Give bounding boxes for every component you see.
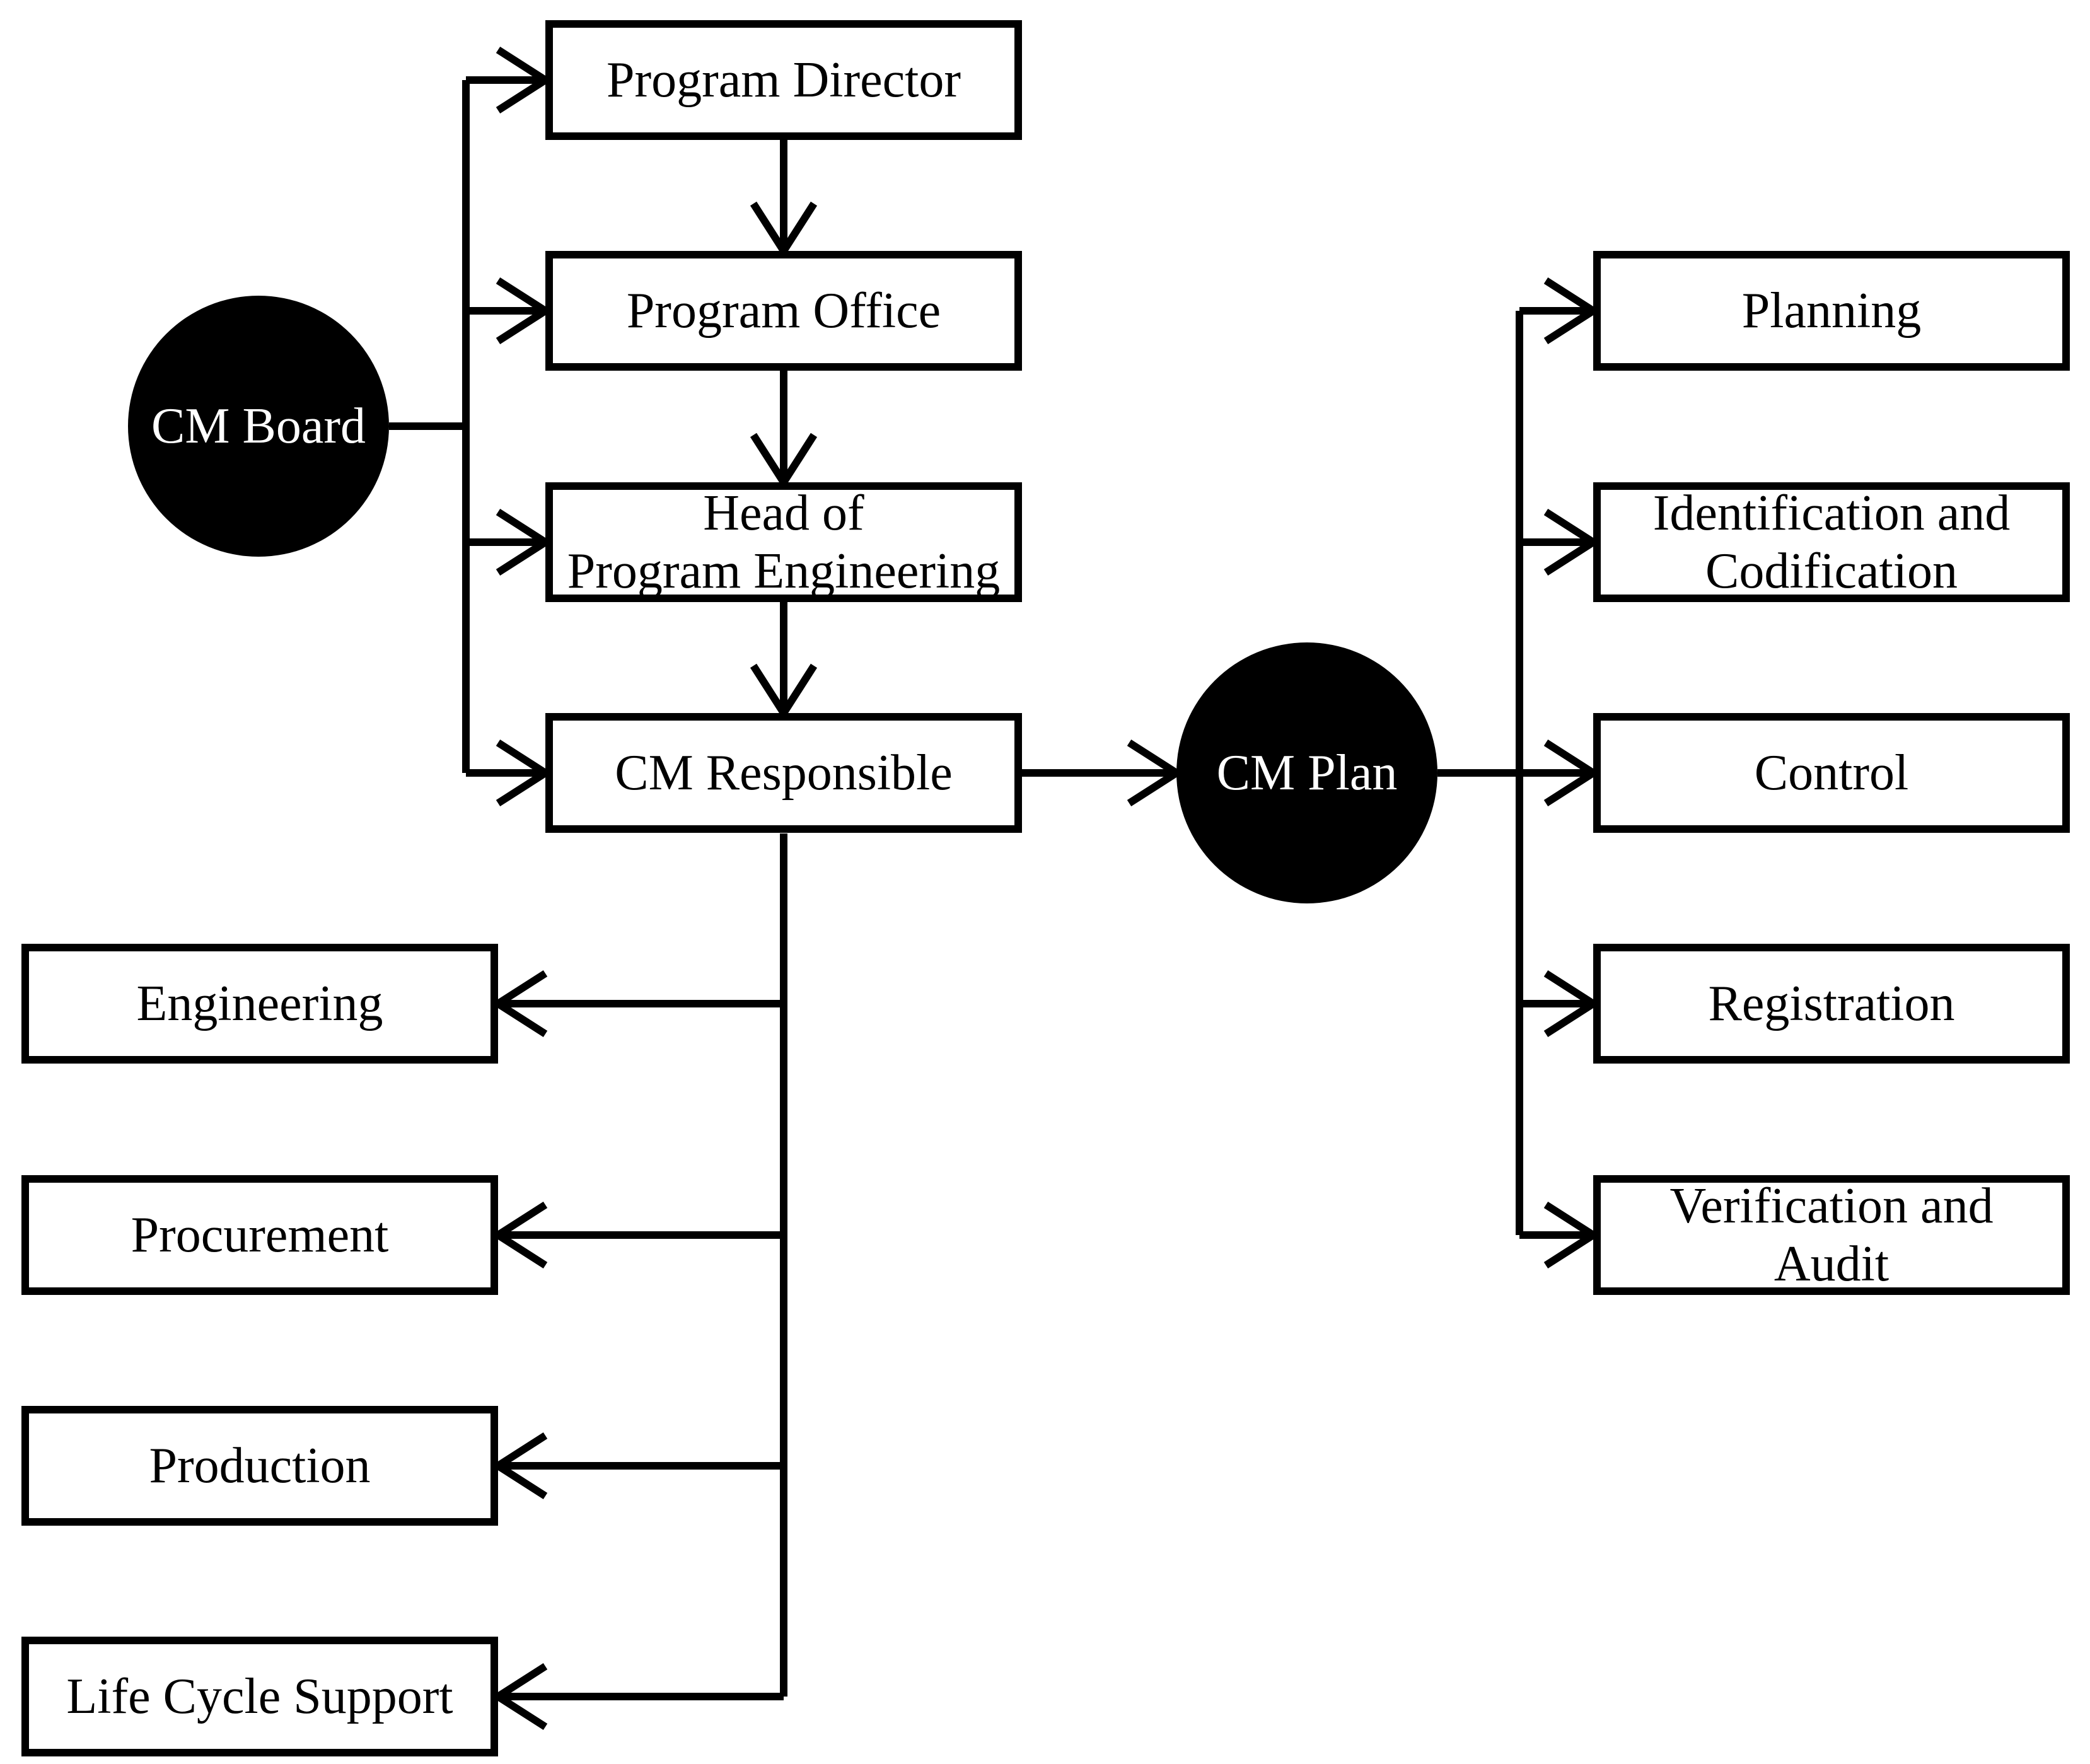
edge-spine-program-office bbox=[466, 277, 553, 345]
edge-spine-registration bbox=[1519, 970, 1601, 1038]
node-program-office: Program Office bbox=[545, 251, 1022, 371]
node-planning: Planning bbox=[1593, 251, 2070, 371]
node-head-of-program-engineering: Head of Program Engineering bbox=[545, 482, 1022, 602]
node-cm-plan: CM Plan bbox=[1176, 642, 1437, 903]
edge-spine-procurement bbox=[491, 1201, 784, 1269]
node-procurement: Procurement bbox=[21, 1175, 498, 1295]
edge-spine-planning bbox=[1519, 277, 1601, 345]
node-registration: Registration bbox=[1593, 944, 2070, 1064]
edge-responsible-cmplan bbox=[1022, 739, 1184, 807]
edge-spine-production bbox=[491, 1432, 784, 1500]
node-control: Control bbox=[1593, 713, 2070, 833]
node-life-cycle-support: Life Cycle Support bbox=[21, 1637, 498, 1756]
edge-head-responsible bbox=[750, 602, 818, 721]
edge-spine-program-director bbox=[466, 46, 553, 114]
edge-spine-head-engineering bbox=[466, 508, 553, 576]
edge-director-office bbox=[750, 140, 818, 258]
node-engineering: Engineering bbox=[21, 944, 498, 1064]
edge-spine-cm-responsible bbox=[466, 739, 553, 807]
node-identification-and-codification: Identification and Codification bbox=[1593, 482, 2070, 602]
node-cm-responsible: CM Responsible bbox=[545, 713, 1022, 833]
edge-spine-lifecycle bbox=[491, 1662, 784, 1731]
edge-cmplan-control bbox=[1437, 739, 1601, 807]
node-cm-board: CM Board bbox=[128, 296, 389, 557]
edge-spine-verification bbox=[1519, 1201, 1601, 1269]
edge-spine-engineering bbox=[491, 970, 784, 1038]
edge-spine-identification bbox=[1519, 508, 1601, 576]
node-verification-and-audit: Verification and Audit bbox=[1593, 1175, 2070, 1295]
edge-office-head bbox=[750, 371, 818, 490]
node-program-director: Program Director bbox=[545, 20, 1022, 140]
node-production: Production bbox=[21, 1406, 498, 1526]
